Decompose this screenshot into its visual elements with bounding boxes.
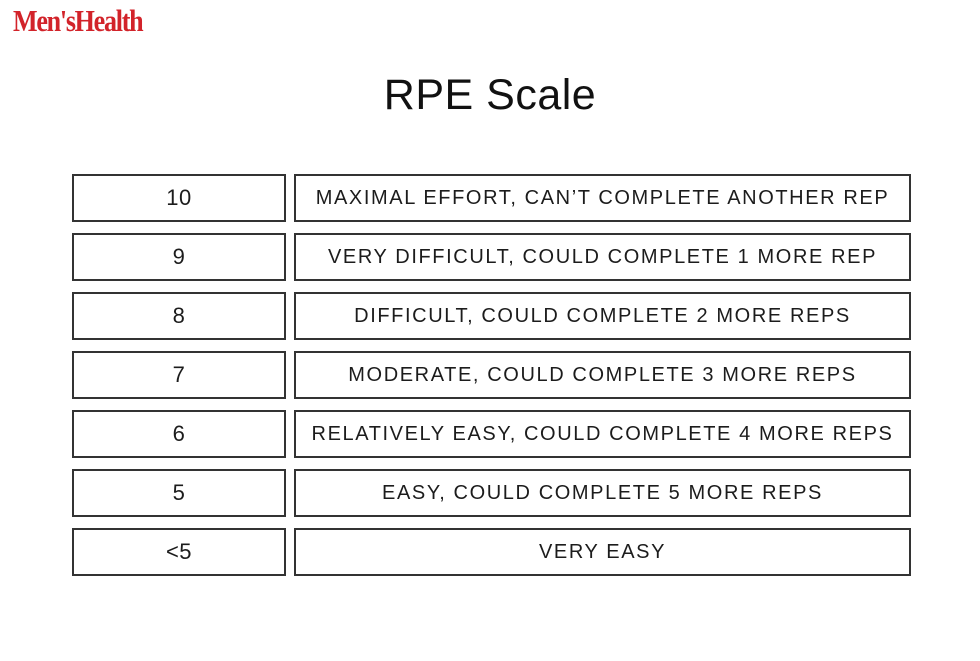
rpe-description-cell: VERY EASY [294,528,911,576]
rpe-rating-cell: 7 [72,351,286,399]
page-title: RPE Scale [383,71,597,119]
rpe-rating-cell: 6 [72,410,286,458]
rpe-description-cell: DIFFICULT, COULD COMPLETE 2 MORE REPS [294,292,911,340]
rpe-rating-cell: <5 [72,528,286,576]
rpe-description-cell: VERY DIFFICULT, COULD COMPLETE 1 MORE RE… [294,233,911,281]
rpe-rating-cell: 8 [72,292,286,340]
rpe-description-cell: RELATIVELY EASY, COULD COMPLETE 4 MORE R… [294,410,911,458]
rpe-description-cell: MAXIMAL EFFORT, CAN’T COMPLETE ANOTHER R… [294,174,911,222]
rpe-description-cell: MODERATE, COULD COMPLETE 3 MORE REPS [294,351,911,399]
mens-health-logo: Men'sHealth [13,3,144,38]
rpe-rating-cell: 5 [72,469,286,517]
rpe-description-cell: EASY, COULD COMPLETE 5 MORE REPS [294,469,911,517]
rpe-rating-cell: 10 [72,174,286,222]
rpe-rating-cell: 9 [72,233,286,281]
